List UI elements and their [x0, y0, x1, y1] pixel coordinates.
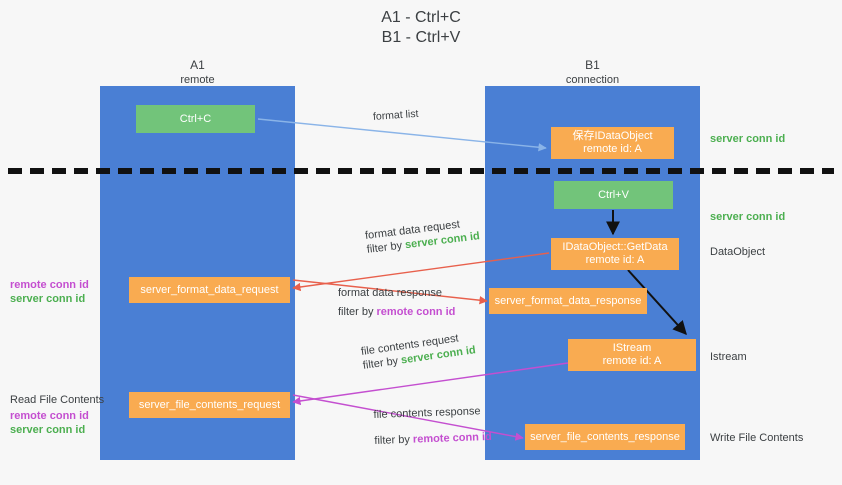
- edge-label-file-contents-response: file contents response filter by remote …: [373, 404, 492, 448]
- annotation-remote-conn-id-2: remote conn id: [10, 410, 89, 422]
- node-ctrl-c-label: Ctrl+C: [179, 112, 212, 125]
- annotation-server-conn-id-2: server conn id: [10, 424, 86, 436]
- node-server-format-data-request[interactable]: server_format_data_request: [129, 277, 290, 303]
- lane-header-b1: B1 connection: [485, 58, 700, 87]
- edge-format-data-request: [292, 252, 550, 292]
- annotation-server-conn-id-top: server conn id: [710, 132, 785, 146]
- node-server-file-contents-request[interactable]: server_file_contents_request: [129, 392, 290, 418]
- annotation-istream-text: Istream: [710, 351, 747, 363]
- node-ctrl-v[interactable]: Ctrl+V: [554, 181, 673, 209]
- edge-format-list: [257, 118, 547, 152]
- node-idataobject-getdata-label: IDataObject::GetData: [562, 241, 668, 253]
- node-idataobject-getdata[interactable]: IDataObject::GetData remote id: A: [551, 238, 679, 270]
- annotation-read-file-contents: Read File Contents: [10, 394, 105, 406]
- annotation-group-conn-ids-top: remote conn id server conn id: [10, 278, 89, 306]
- lane-a1-name: A1: [190, 58, 205, 72]
- node-store-idataobject[interactable]: 保存IDataObject remote id: A: [551, 127, 674, 159]
- edge-file-contents-request: [292, 362, 569, 406]
- node-istream-label: IStream: [612, 342, 652, 354]
- annotation-server-conn-id-1: server conn id: [10, 293, 86, 305]
- edge-label-format-data-response-title: format data response: [338, 287, 442, 299]
- node-server-file-contents-request-label: server_file_contents_request: [138, 398, 281, 411]
- annotation-dataobject: DataObject: [710, 245, 765, 259]
- edge-format-data-response: [292, 279, 488, 305]
- node-store-idataobject-label: 保存IDataObject: [572, 130, 653, 142]
- annotation-group-read-file-contents: Read File Contents remote conn id server…: [10, 393, 104, 437]
- diagram-title: A1 - Ctrl+C B1 - Ctrl+V: [0, 8, 842, 48]
- annotation-dataobject-text: DataObject: [710, 246, 766, 258]
- node-idataobject-getdata-remoteid: remote id: A: [585, 254, 645, 266]
- annotation-remote-conn-id-1: remote conn id: [10, 279, 89, 291]
- edge-getdata-to-istream: [627, 269, 687, 336]
- annotation-server-conn-id-mid: server conn id: [710, 210, 785, 224]
- edge-label-format-data-response: format data response filter by remote co…: [338, 286, 455, 319]
- edge-label-file-contents-response-filter-prefix: filter by: [374, 433, 414, 447]
- node-store-idataobject-remoteid: remote id: A: [583, 143, 642, 155]
- node-server-format-data-request-label: server_format_data_request: [140, 283, 279, 296]
- edge-label-file-contents-response-filter-key: remote conn id: [412, 430, 492, 446]
- phase-divider: [8, 168, 834, 174]
- annotation-write-file-contents-text: Write File Contents: [710, 432, 804, 444]
- annotation-server-conn-id-mid-text: server conn id: [710, 211, 786, 223]
- edge-label-format-data-response-filter-prefix: filter by: [338, 306, 377, 318]
- node-istream-remoteid: remote id: A: [602, 355, 662, 367]
- edge-label-file-contents-response-title: file contents response: [373, 405, 481, 422]
- node-server-file-contents-response[interactable]: server_file_contents_response: [525, 424, 685, 450]
- edge-label-format-list-text: format list: [372, 107, 419, 123]
- node-ctrl-v-label: Ctrl+V: [598, 188, 629, 201]
- lane-a1-sub: remote: [180, 74, 215, 86]
- edge-file-contents-response: [292, 394, 524, 441]
- title-line-1: A1 - Ctrl+C: [381, 9, 461, 26]
- annotation-write-file-contents: Write File Contents: [710, 431, 803, 445]
- edge-label-format-data-response-filter-key: remote conn id: [376, 306, 456, 318]
- node-server-file-contents-response-label: server_file_contents_response: [530, 430, 680, 443]
- annotation-istream: Istream: [710, 350, 747, 364]
- node-istream[interactable]: IStream remote id: A: [568, 339, 696, 371]
- lane-b1-name: B1: [585, 58, 600, 72]
- node-server-format-data-response-label: server_format_data_response: [494, 294, 642, 307]
- annotation-server-conn-id-top-text: server conn id: [710, 133, 786, 145]
- title-line-2: B1 - Ctrl+V: [381, 29, 461, 46]
- node-ctrl-c[interactable]: Ctrl+C: [136, 105, 255, 133]
- node-server-format-data-response[interactable]: server_format_data_response: [489, 288, 647, 314]
- lane-b1-sub: connection: [565, 74, 620, 86]
- lane-header-a1: A1 remote: [100, 58, 295, 87]
